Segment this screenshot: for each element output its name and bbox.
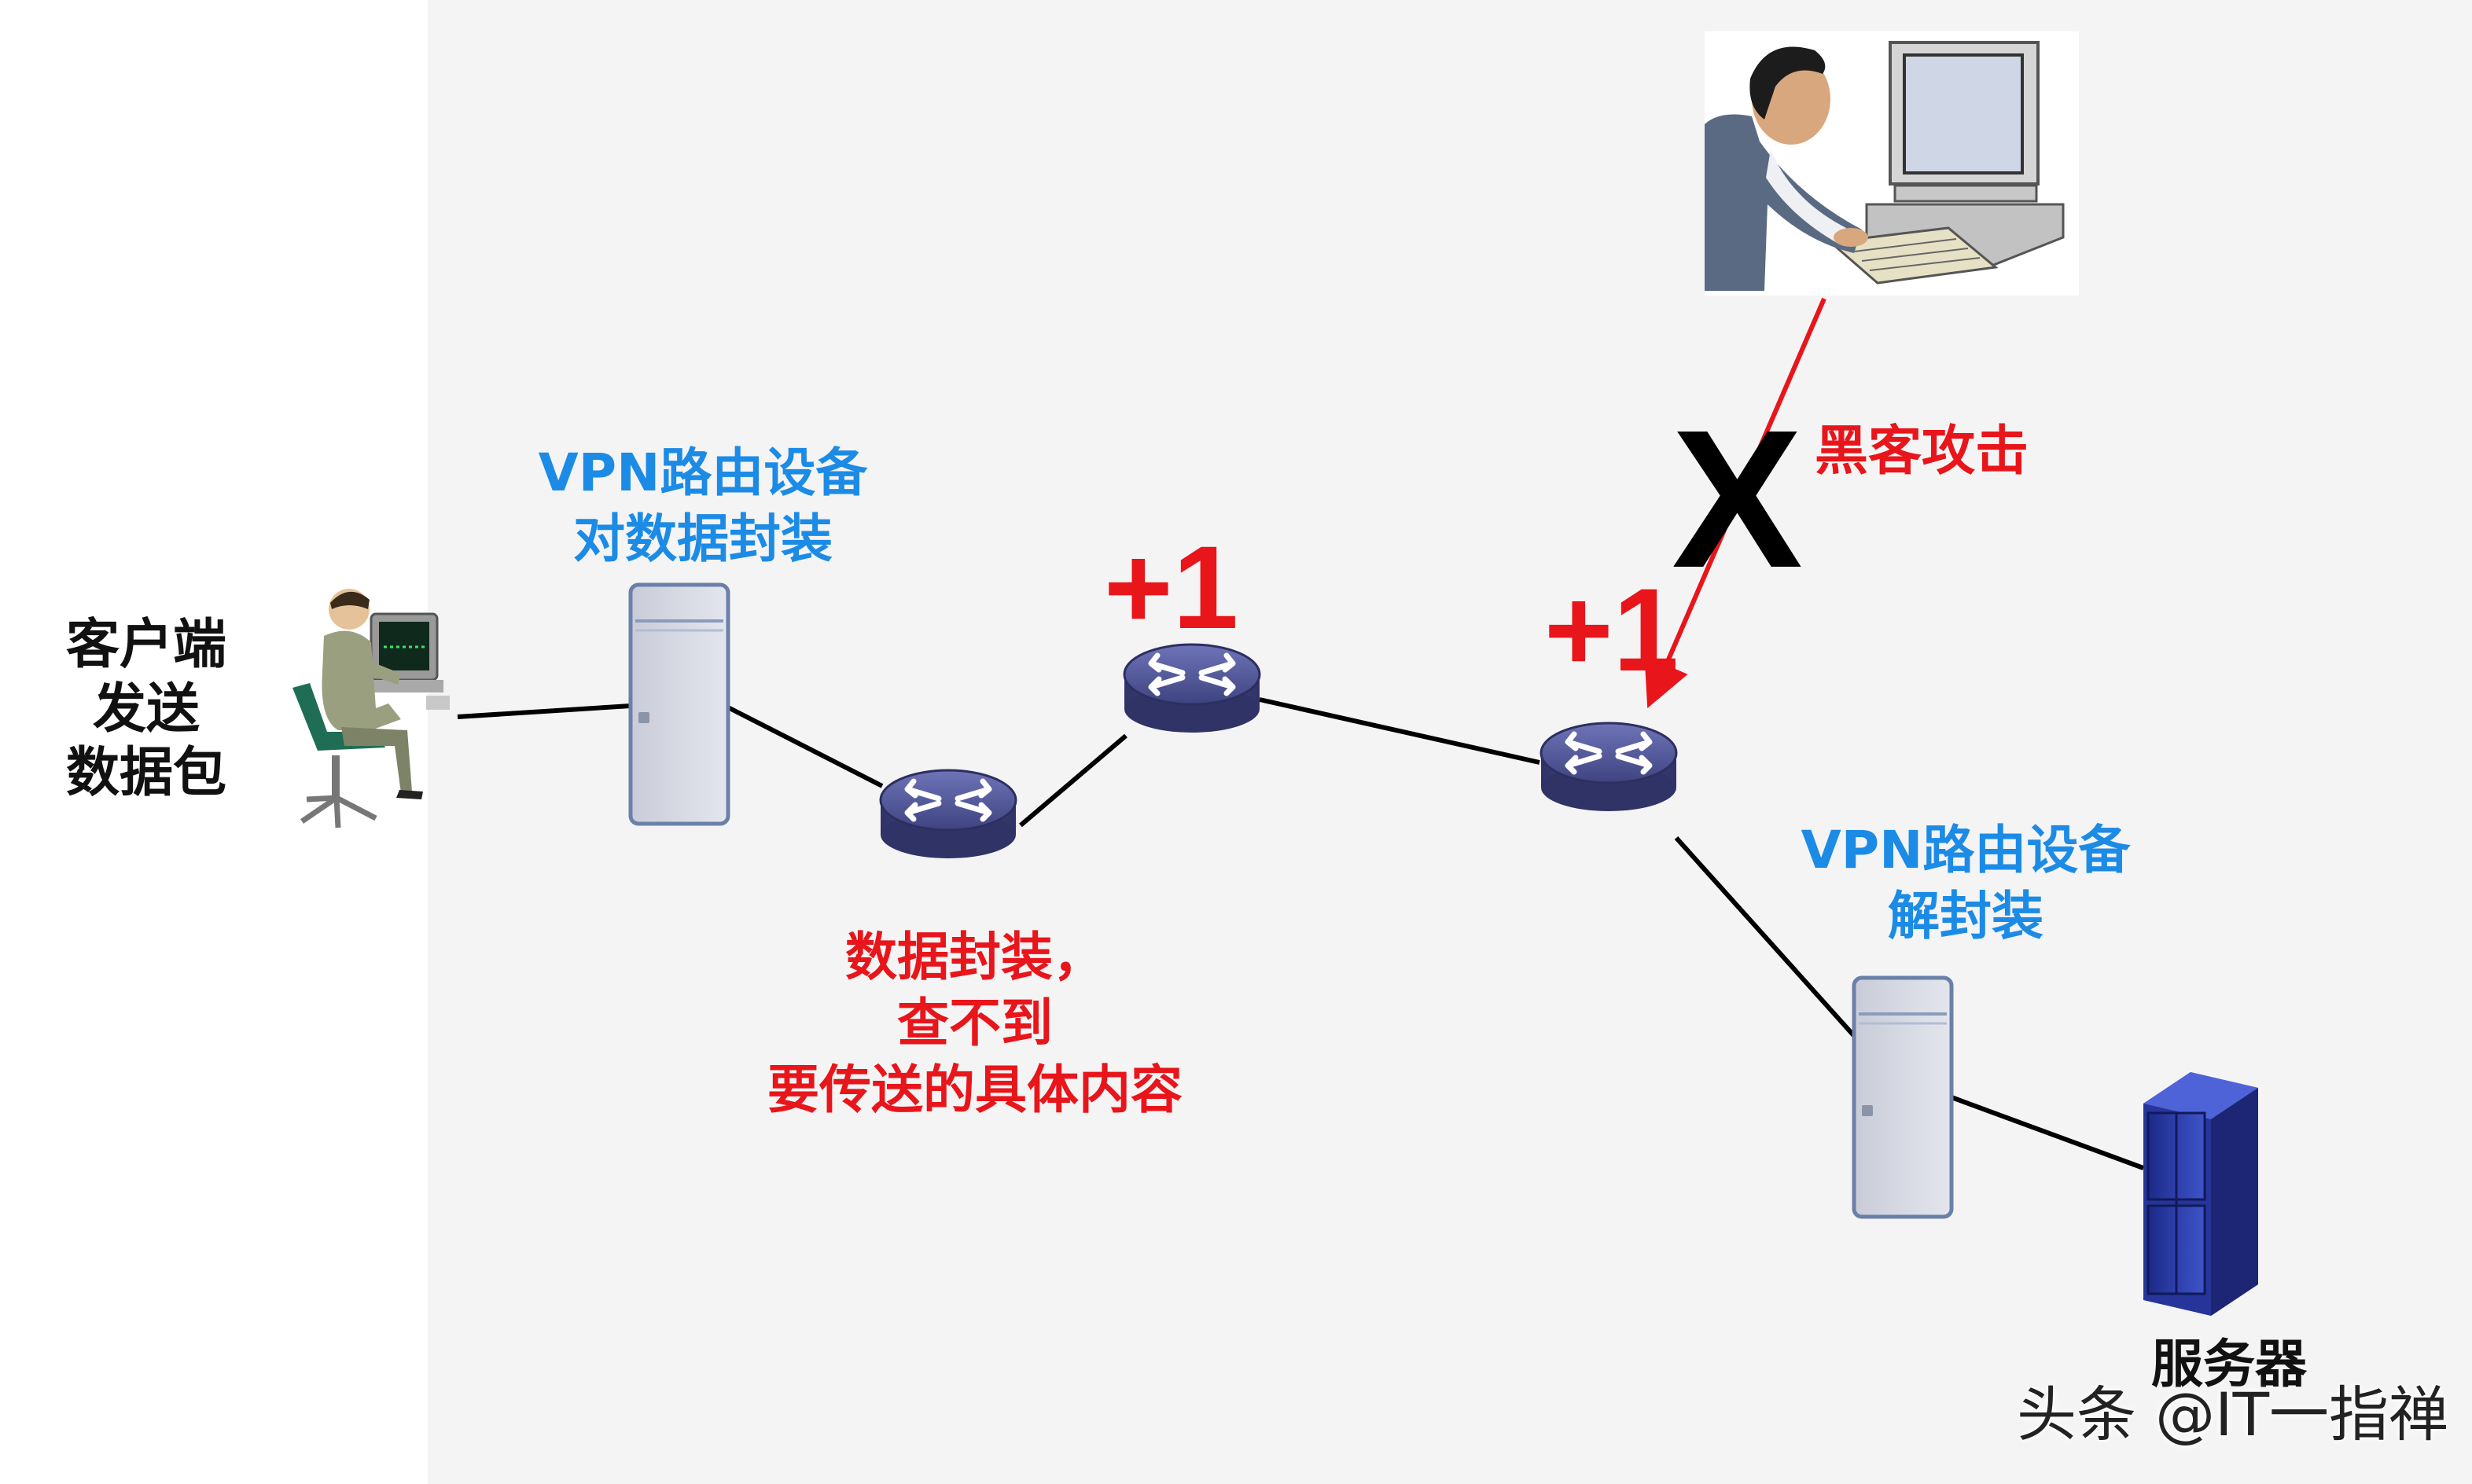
attack-label: 黑客攻击 — [1815, 421, 2029, 483]
hop-count-2: +1 — [1544, 564, 1679, 696]
link-vpn-router1 — [727, 705, 884, 788]
client-label-line-2: 发送 — [92, 678, 200, 740]
vpn-decap-label-line-2: 解封装 — [1888, 886, 2043, 947]
hop-count-1: +1 — [1104, 521, 1239, 653]
link-router2-router3 — [1259, 697, 1540, 765]
watermark-text: 头条 @IT一指禅 — [2017, 1379, 2448, 1449]
vpn-encap-label-line-1: VPN路由设备 — [538, 443, 868, 503]
attack-blocked-mark: X — [1672, 389, 1803, 608]
link-router1-router2 — [1019, 733, 1127, 828]
vpn-decap-label: VPN路由设备 解封装 — [1785, 817, 2146, 950]
attack-arrow — [1644, 297, 1826, 709]
link-router3-vpn2 — [1674, 836, 1858, 1040]
router-icon-3 — [1541, 723, 1676, 811]
server-label: 服务器 — [2151, 1334, 2307, 1394]
client-label-line-1: 客户端 — [65, 614, 226, 676]
person-at-computer-icon — [292, 589, 450, 828]
vpn-encap-server-icon — [631, 585, 728, 824]
client-label: 客户端 发送 数据包 — [50, 613, 242, 806]
hacker-at-workstation-icon — [1705, 31, 2079, 296]
router-note-line-2: 查不到 — [897, 993, 1053, 1054]
vpn-encap-label-line-2: 对数据封装 — [573, 509, 833, 570]
link-client-vpn — [457, 703, 631, 719]
router-icon-2 — [1124, 645, 1260, 733]
server-rack-icon — [2143, 1072, 2258, 1316]
router-note-label: 数据封装， 查不到 要传送的具体内容 — [723, 924, 1227, 1123]
vpn-decap-server-icon — [1854, 978, 1951, 1217]
link-vpn2-server — [1950, 1095, 2145, 1170]
vpn-encap-label: VPN路由设备 对数据封装 — [514, 440, 892, 573]
router-note-line-3: 要传送的具体内容 — [767, 1059, 1183, 1120]
router-icon-1 — [881, 770, 1016, 858]
vpn-decap-label-line-1: VPN路由设备 — [1801, 820, 2131, 880]
router-note-line-1: 数据封装， — [845, 927, 1105, 987]
client-label-line-3: 数据包 — [65, 742, 226, 805]
